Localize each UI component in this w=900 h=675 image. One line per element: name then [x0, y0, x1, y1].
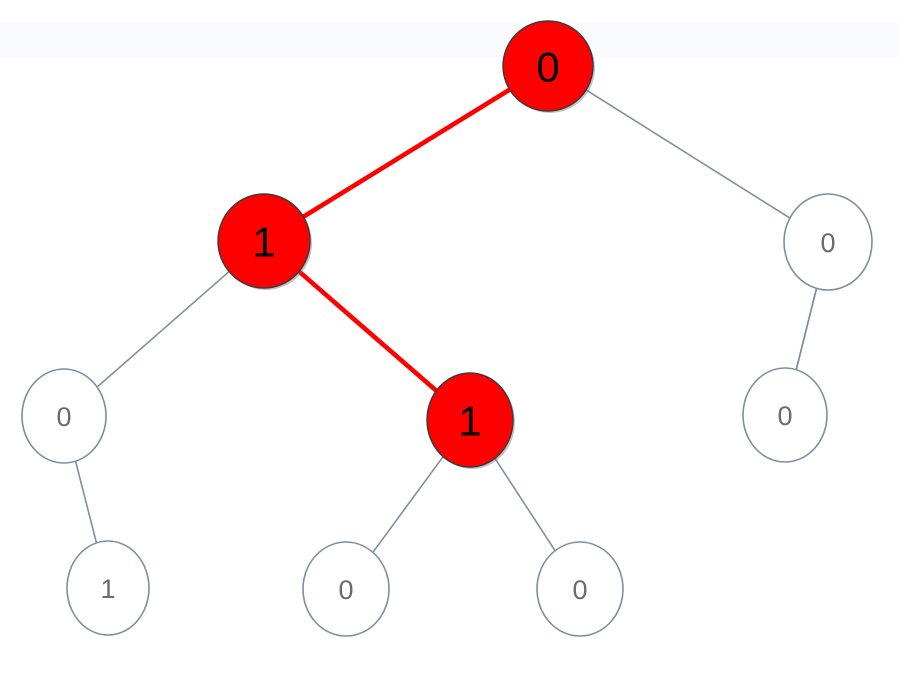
- node-label: 0: [338, 575, 353, 605]
- node-circle[interactable]: [426, 372, 514, 468]
- tree-node-highlighted[interactable]: 1: [217, 193, 312, 290]
- edge-layer: [74, 87, 818, 554]
- node-circle[interactable]: [66, 540, 150, 636]
- tree-edge-highlighted: [297, 269, 438, 393]
- node-circle[interactable]: [536, 541, 624, 637]
- node-label: 1: [458, 398, 481, 445]
- node-label: 0: [536, 44, 559, 91]
- tree-edge: [585, 89, 791, 219]
- node-label: 0: [56, 402, 71, 432]
- tree-edge: [494, 457, 556, 552]
- node-label: 1: [100, 574, 115, 604]
- tree-node-highlighted[interactable]: 0: [502, 20, 595, 113]
- tree-node[interactable]: 0: [783, 193, 873, 291]
- node-label: 0: [820, 228, 835, 258]
- node-layer: 0 1 0 0 1 0 1 0 0: [21, 20, 873, 637]
- tree-node[interactable]: 0: [21, 368, 107, 464]
- tree-edge-highlighted: [302, 87, 511, 219]
- tree-node-highlighted[interactable]: 1: [426, 372, 515, 469]
- tree-edge: [795, 287, 818, 371]
- tree-edge: [74, 460, 98, 544]
- node-label: 0: [572, 575, 587, 605]
- tree-node[interactable]: 0: [742, 367, 828, 463]
- node-circle[interactable]: [302, 541, 390, 637]
- tree-node[interactable]: 1: [66, 540, 150, 636]
- node-circle[interactable]: [742, 367, 828, 463]
- tree-node[interactable]: 0: [536, 541, 624, 637]
- node-circle[interactable]: [21, 368, 107, 464]
- node-label: 0: [777, 401, 792, 431]
- tree-node[interactable]: 0: [302, 541, 390, 637]
- node-circle[interactable]: [502, 20, 594, 112]
- tree-edge: [96, 270, 230, 388]
- node-label: 1: [252, 219, 275, 266]
- node-circle[interactable]: [783, 193, 873, 291]
- node-circle[interactable]: [217, 193, 311, 289]
- tree-edge: [372, 455, 444, 554]
